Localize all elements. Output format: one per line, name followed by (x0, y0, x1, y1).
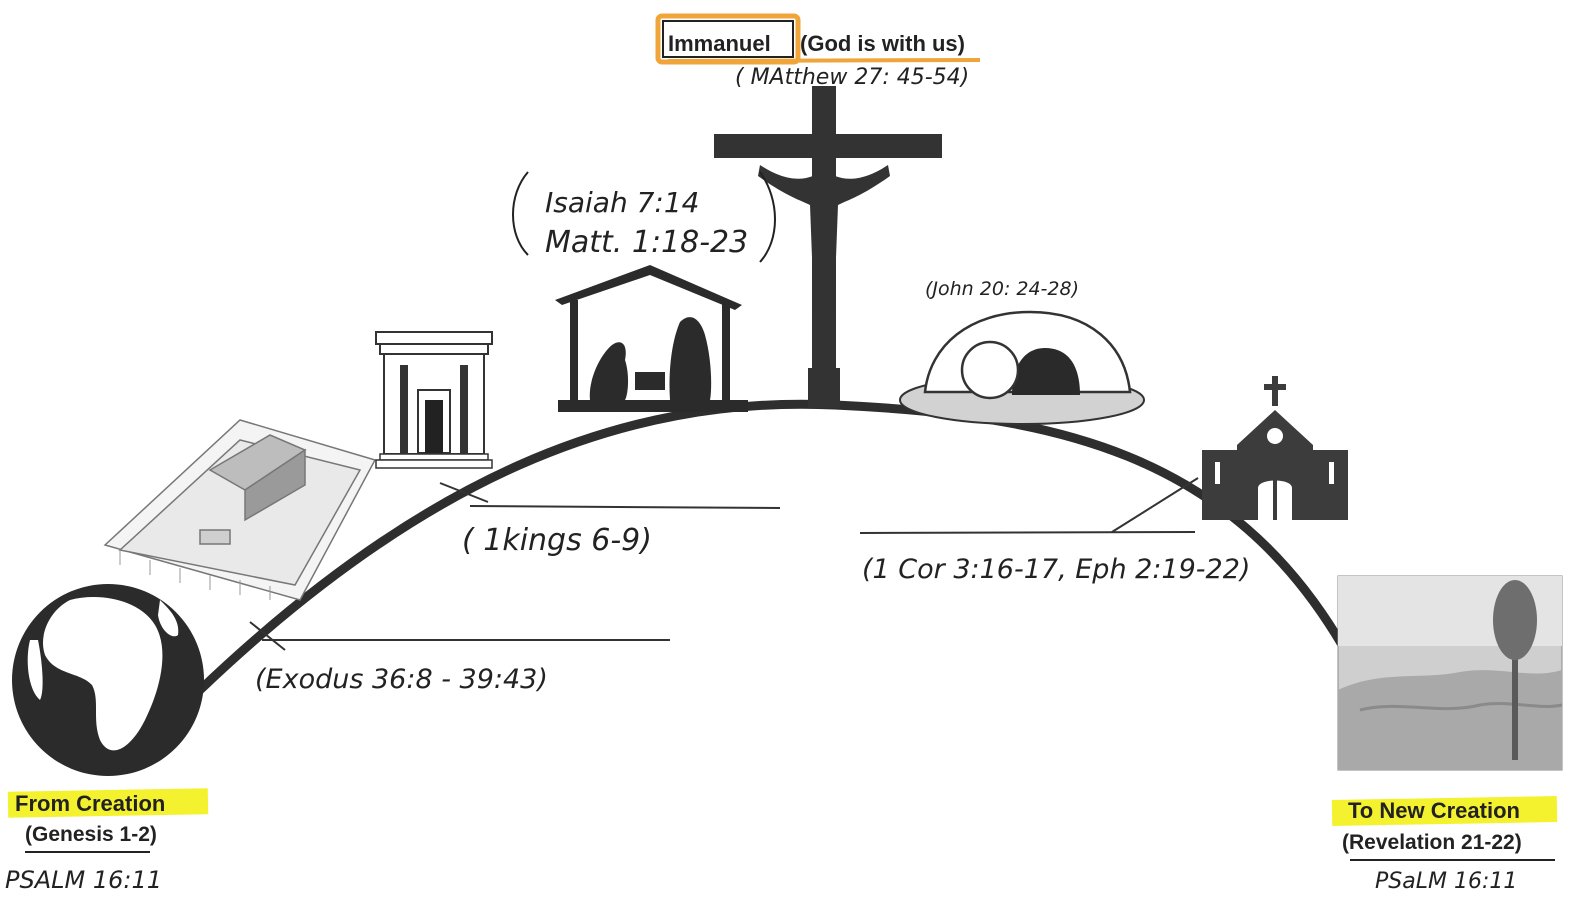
kings-reference: ( 1kings 6-9) (462, 523, 652, 558)
cross-icon (714, 86, 942, 408)
immanuel-label: Immanuel (668, 31, 771, 56)
temple-icon (375, 331, 493, 469)
pointer-lines (249, 477, 1199, 651)
globe-icon (12, 584, 204, 776)
john-reference: (John 20: 24-28) (925, 278, 1079, 300)
from-creation-label: From Creation (15, 791, 165, 816)
god-with-us-label: (God is with us) (800, 31, 965, 56)
to-new-creation-label: To New Creation (1348, 798, 1520, 823)
corinthians-reference: (1 Cor 3:16-17, Eph 2:19-22) (862, 554, 1250, 585)
revelation-reference: (Revelation 21-22) (1342, 831, 1522, 854)
timeline-arc (195, 399, 1350, 695)
exodus-reference: (Exodus 36:8 - 39:43) (255, 664, 548, 695)
isaiah-reference: Isaiah 7:14 (545, 186, 699, 219)
matthew-27-reference: ( MAtthew 27: 45-54) (735, 65, 969, 90)
matthew-1-reference: Matt. 1:18-23 (545, 225, 748, 260)
church-icon (1202, 376, 1348, 520)
tabernacle-icon (103, 419, 377, 601)
nativity-icon (555, 265, 748, 412)
genesis-reference: (Genesis 1-2) (25, 823, 157, 846)
psalm-end: PSaLM 16:11 (1375, 869, 1517, 894)
tomb-icon (899, 310, 1145, 425)
psalm-start: PSALM 16:11 (5, 866, 162, 894)
new-creation-image (1337, 575, 1563, 771)
